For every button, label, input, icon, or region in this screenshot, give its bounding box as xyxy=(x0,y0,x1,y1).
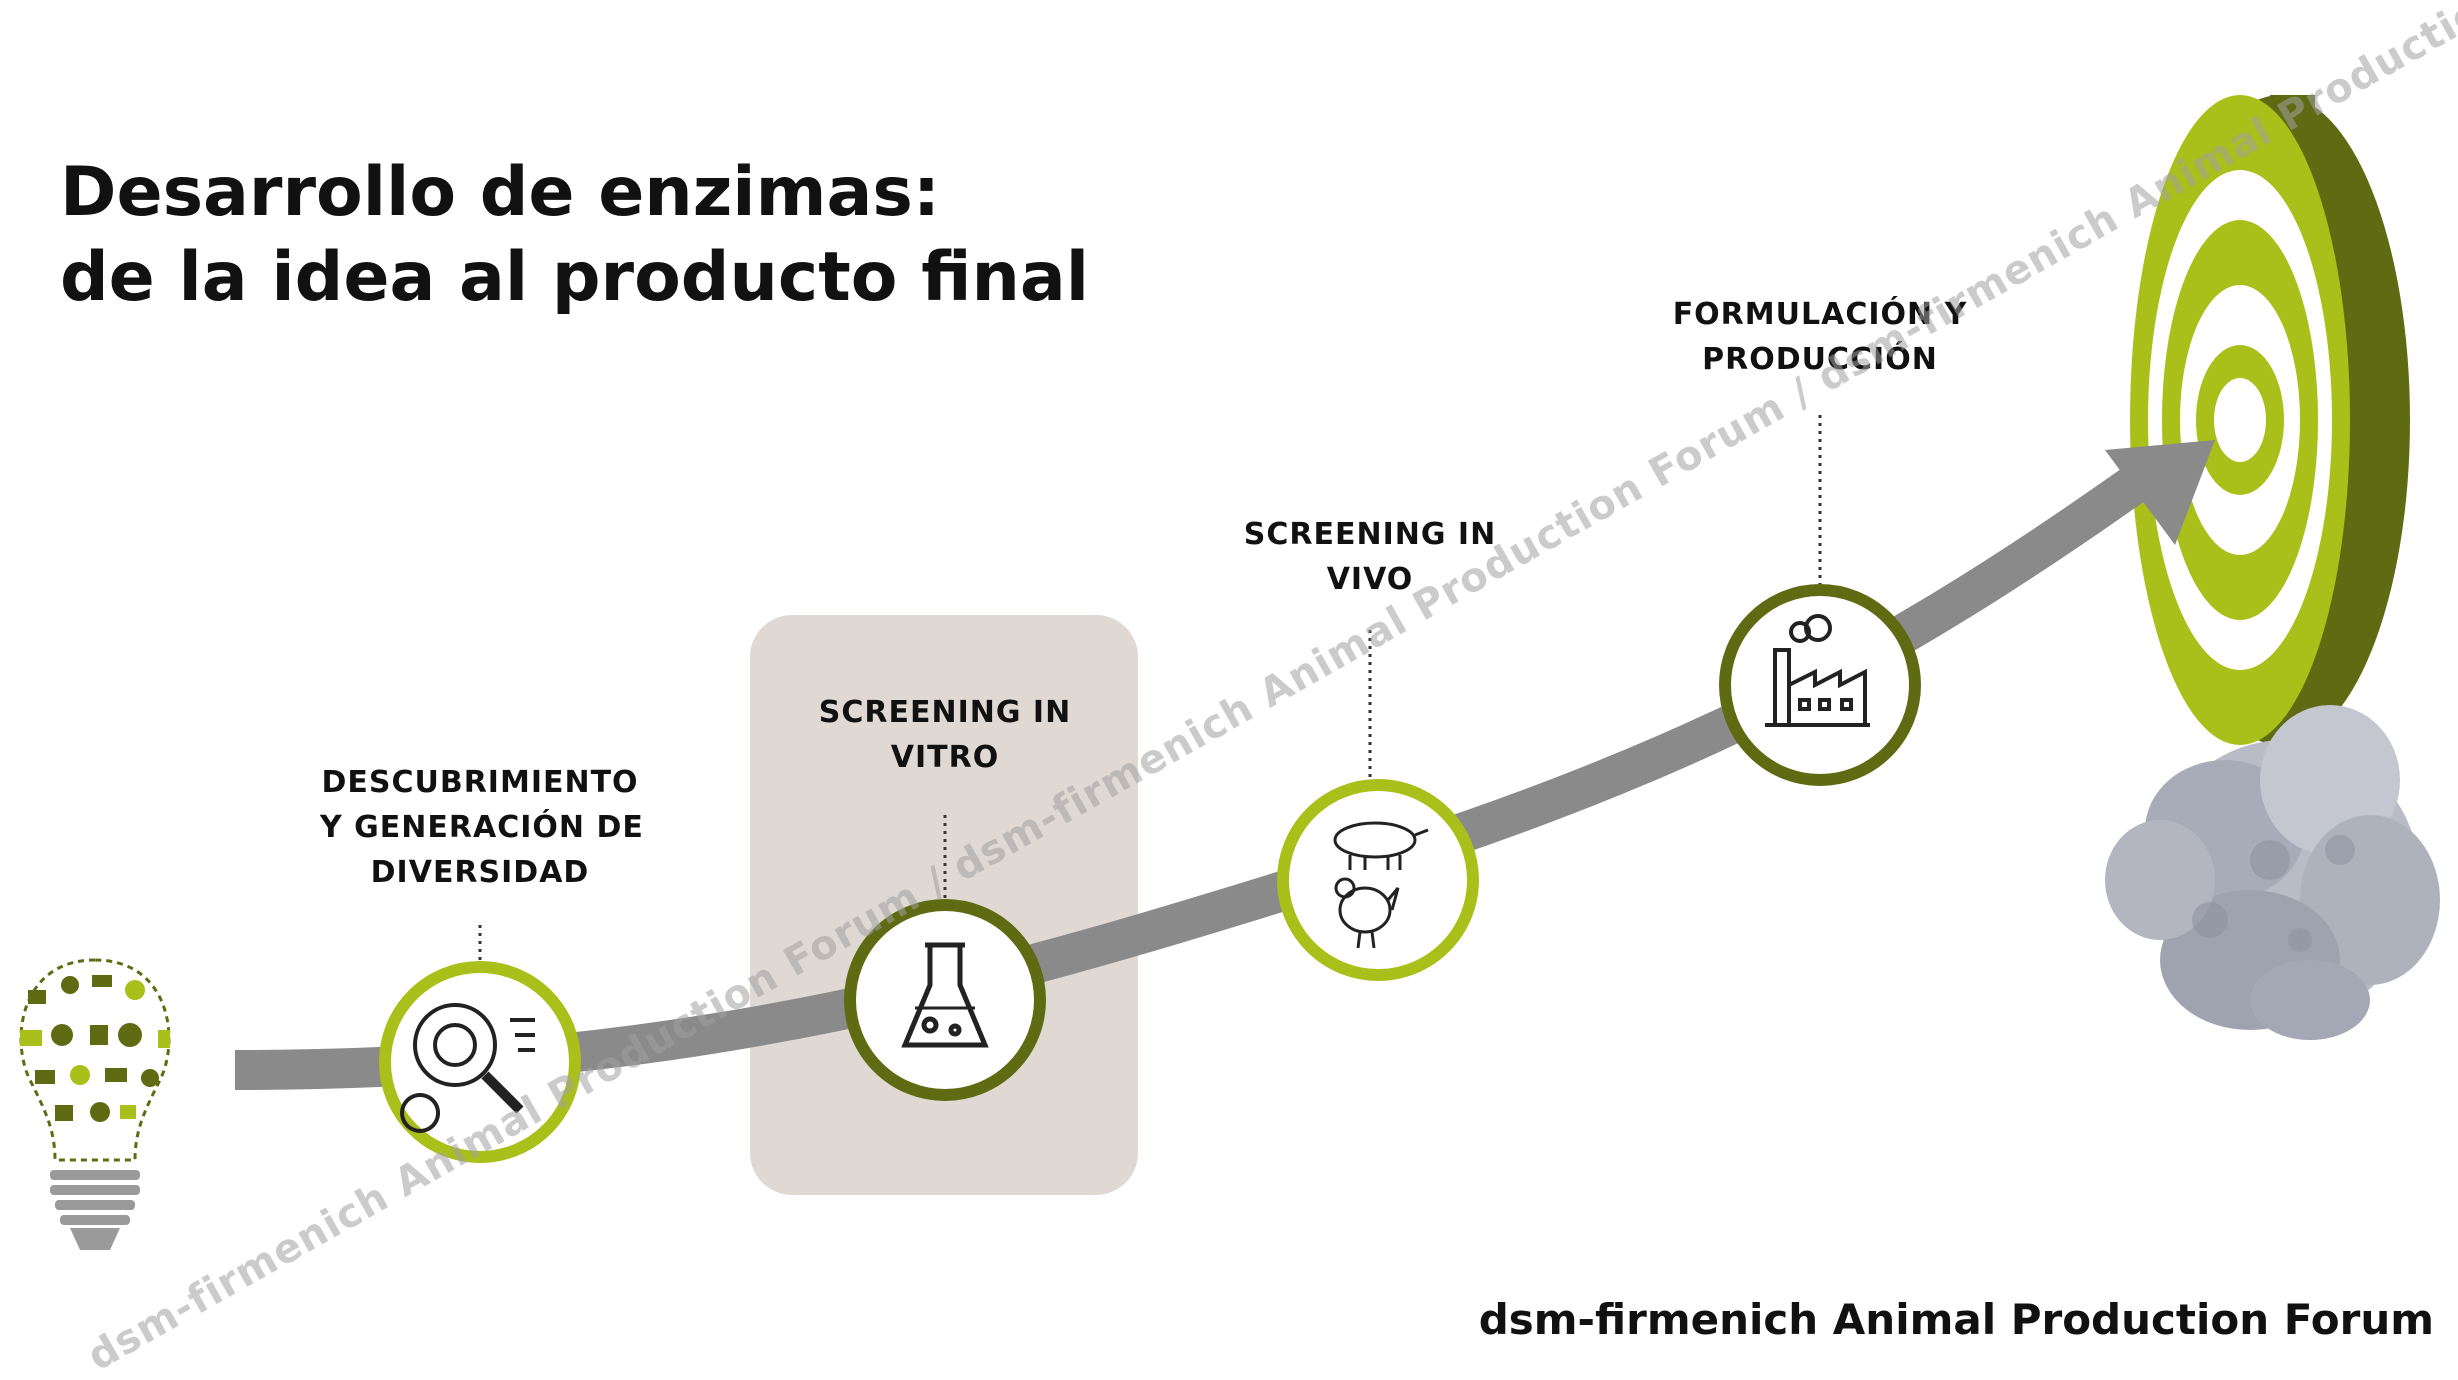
stage-label-line: SCREENING IN xyxy=(818,695,1072,730)
stage-in-vivo-node xyxy=(1277,779,1479,981)
stage-production-label: FORMULACIÓN Y PRODUCCIÓN xyxy=(1650,292,1990,382)
stage-label-line: DESCUBRIMIENTO xyxy=(321,765,639,800)
enzyme-protein-image xyxy=(2105,705,2440,1040)
stage-discovery-node xyxy=(379,961,581,1163)
target-icon xyxy=(2130,95,2410,745)
title-line-1: Desarrollo de enzimas: xyxy=(60,153,941,232)
stage-label-line: SCREENING IN xyxy=(1243,517,1497,552)
footer-brand: dsm-firmenich Animal Production Forum xyxy=(1478,1295,2434,1344)
stage-in-vitro-label: SCREENING IN VITRO xyxy=(790,690,1100,780)
title-line-2: de la idea al producto final xyxy=(60,238,1090,317)
flask-icon xyxy=(901,942,989,1048)
stage-label-line: VIVO xyxy=(1326,562,1414,597)
stage-production-node xyxy=(1719,584,1921,786)
stage-label-line: DIVERSIDAD xyxy=(370,855,590,890)
stage-label-line: FORMULACIÓN Y xyxy=(1672,297,1968,332)
stage-in-vitro-node xyxy=(844,899,1046,1101)
magnifier-virus-icon xyxy=(400,1003,535,1133)
factory-icon xyxy=(1765,614,1870,727)
stage-label-line: Y GENERACIÓN DE xyxy=(320,810,644,845)
stage-in-vivo-label: SCREENING IN VIVO xyxy=(1215,512,1525,602)
pig-chicken-icon xyxy=(1333,821,1429,949)
stage-label-line: PRODUCCIÓN xyxy=(1702,342,1938,377)
lightbulb-ideas-icon xyxy=(19,958,171,1250)
stage-discovery-label: DESCUBRIMIENTO Y GENERACIÓN DE DIVERSIDA… xyxy=(320,760,644,895)
page-title: Desarrollo de enzimas: de la idea al pro… xyxy=(60,150,1089,320)
stage-label-line: VITRO xyxy=(890,740,1000,775)
